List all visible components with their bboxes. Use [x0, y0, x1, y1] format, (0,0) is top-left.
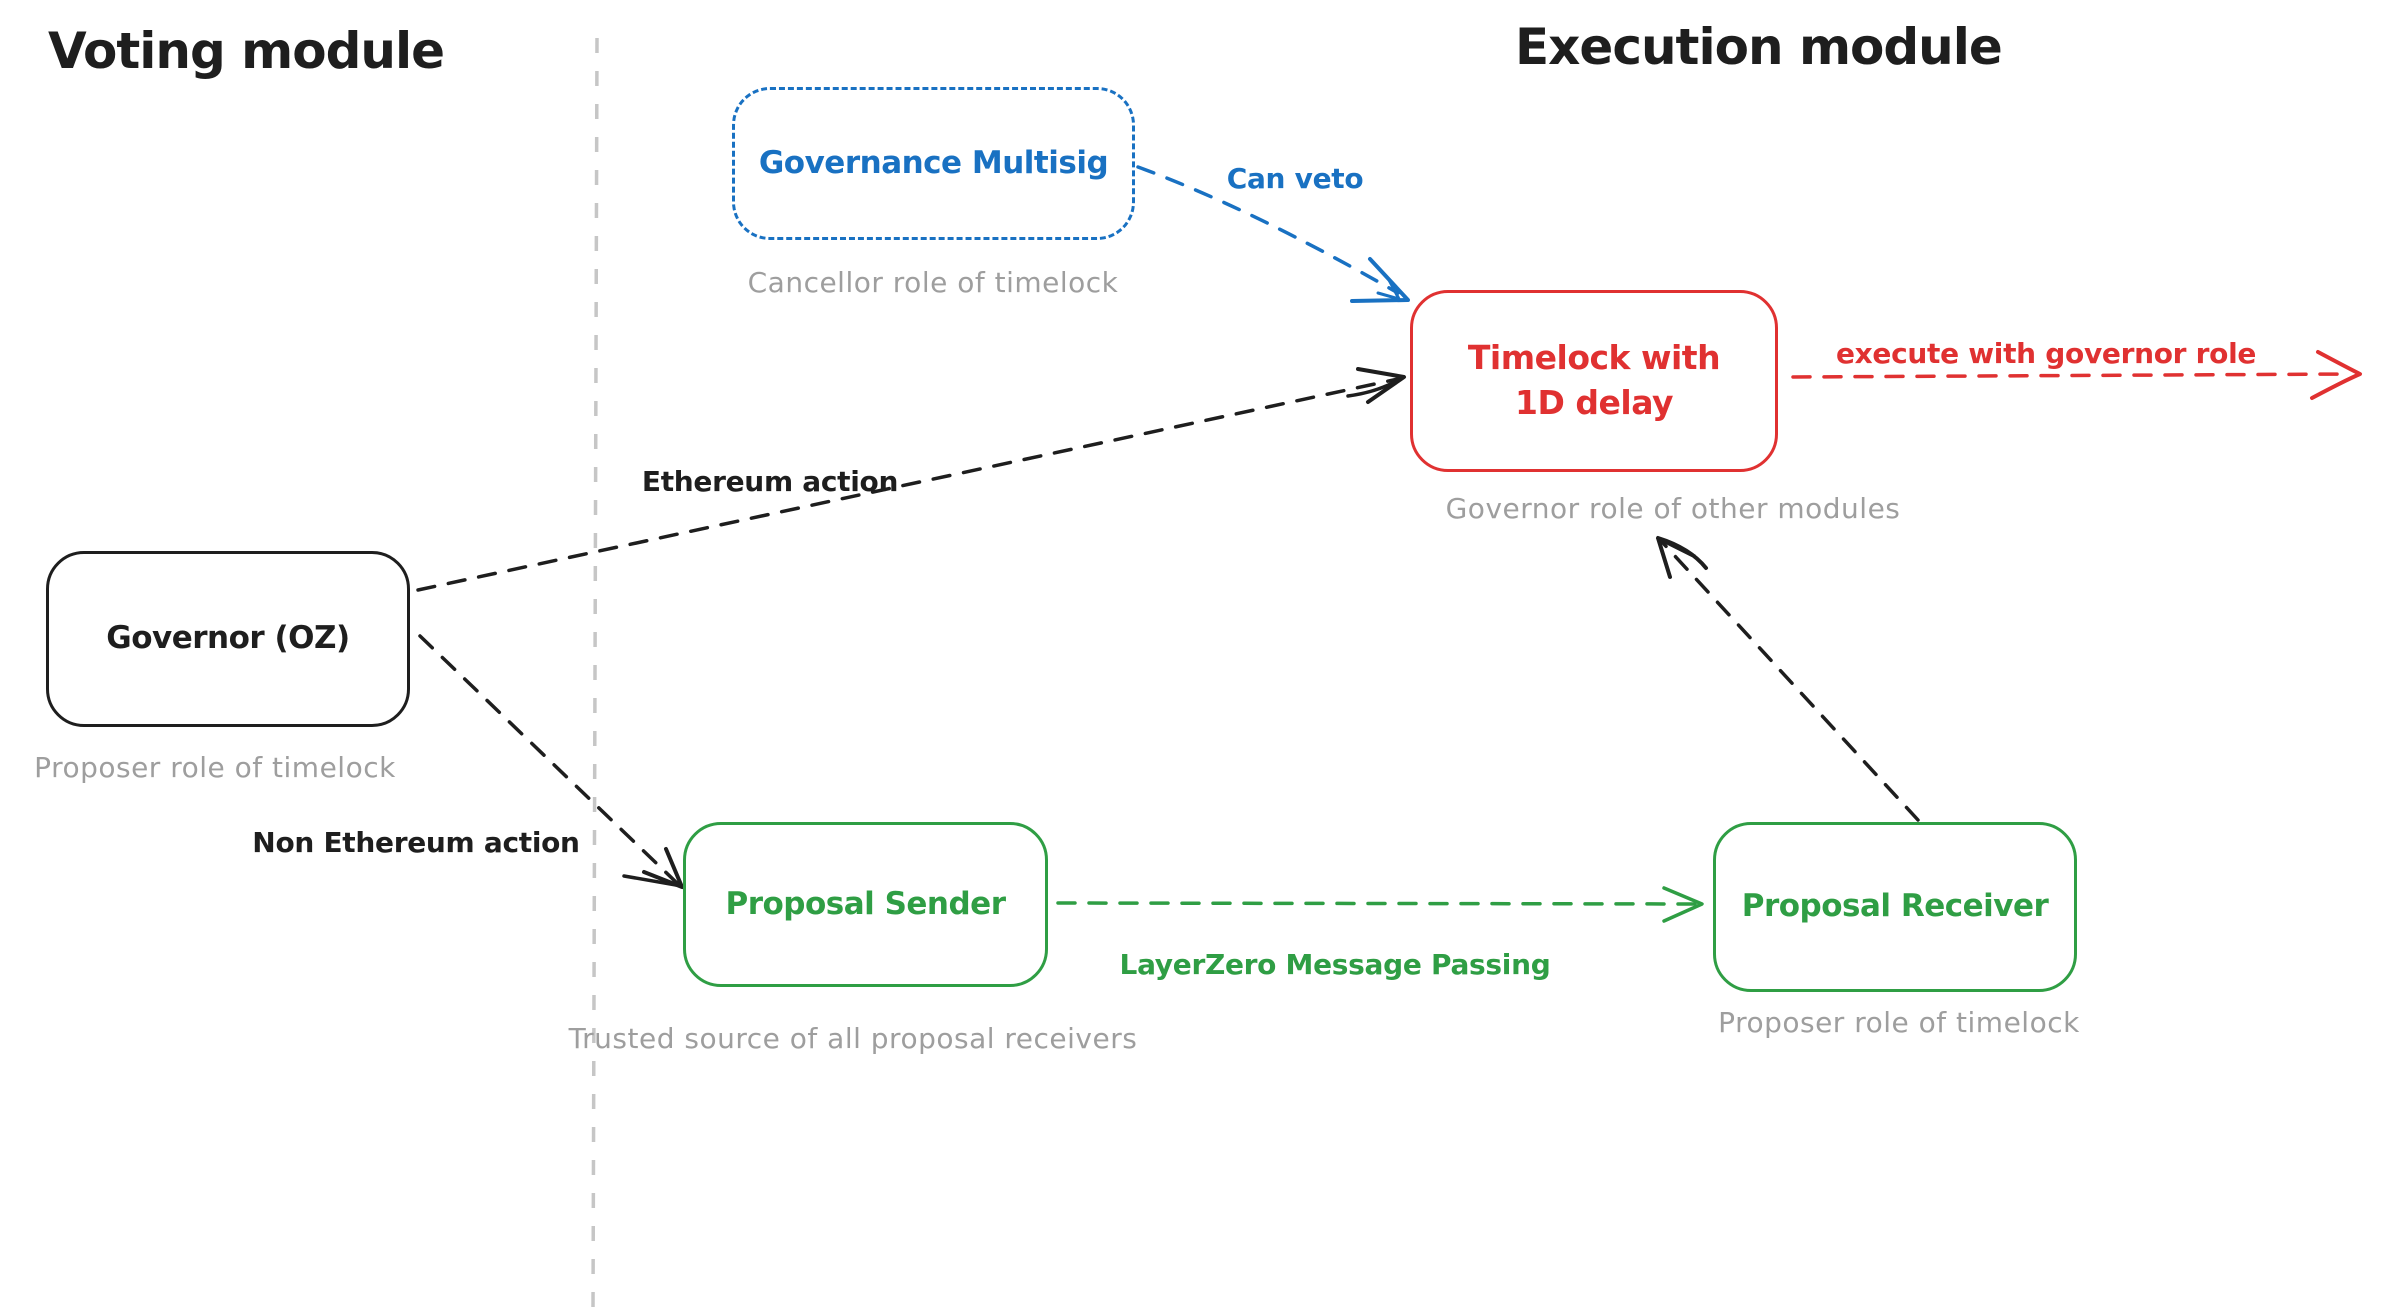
node-governor: Governor (OZ): [46, 551, 410, 727]
edge-receiver-to-timelock-line: [1660, 540, 1920, 822]
edge-can-veto-label: Can veto: [1226, 162, 1364, 195]
edge-receiver-to-timelock-arrowhead: [1656, 536, 1708, 579]
node-proposal-receiver: Proposal Receiver: [1713, 822, 2077, 992]
edge-layerzero-label: LayerZero Message Passing: [1119, 948, 1551, 981]
node-proposal-sender: Proposal Sender: [683, 822, 1048, 987]
edge-ethereum-action-arrowhead-inner: [1346, 377, 1402, 398]
proposal-receiver-sublabel: Proposer role of timelock: [1718, 1006, 2080, 1039]
edge-execute-label: execute with governor role: [1835, 337, 2257, 370]
edge-execute-arrowhead: [2310, 350, 2362, 400]
edge-ethereum-action-label: Ethereum action: [641, 465, 899, 498]
governance-multisig-sublabel: Cancellor role of timelock: [747, 266, 1119, 299]
edge-can-veto-arrowhead-inner: [1376, 276, 1401, 301]
edge-layerzero-arrowhead: [1662, 886, 1704, 923]
timelock-sublabel: Governor role of other modules: [1445, 492, 1901, 525]
edge-can-veto-arrowhead: [1350, 257, 1410, 303]
node-timelock: Timelock with 1D delay: [1410, 290, 1778, 472]
edge-non-ethereum-action-arrowhead-inner: [622, 874, 678, 887]
governor-label: Governor (OZ): [106, 620, 350, 657]
governance-multisig-label: Governance Multisig: [758, 144, 1109, 181]
proposal-receiver-label: Proposal Receiver: [1741, 888, 2049, 925]
edge-execute-line: [1791, 372, 2352, 379]
module-divider-line: [591, 37, 599, 1310]
proposal-sender-sublabel: Trusted source of all proposal receivers: [568, 1022, 1138, 1055]
edge-non-ethereum-action-label: Non Ethereum action: [252, 826, 580, 859]
edge-ethereum-action-arrowhead: [1356, 367, 1406, 404]
governor-sublabel: Proposer role of timelock: [34, 751, 396, 784]
execution-module-title: Execution module: [1515, 18, 2003, 76]
voting-module-title: Voting module: [48, 22, 445, 80]
node-governance-multisig: Governance Multisig: [732, 87, 1135, 240]
proposal-sender-label: Proposal Sender: [725, 885, 1006, 922]
timelock-label: Timelock with 1D delay: [1467, 338, 1721, 422]
edge-non-ethereum-action-arrowhead: [642, 847, 684, 889]
edge-layerzero-line: [1056, 901, 1700, 906]
edge-ethereum-action-line: [416, 377, 1400, 592]
edge-can-veto-line: [1136, 165, 1400, 295]
